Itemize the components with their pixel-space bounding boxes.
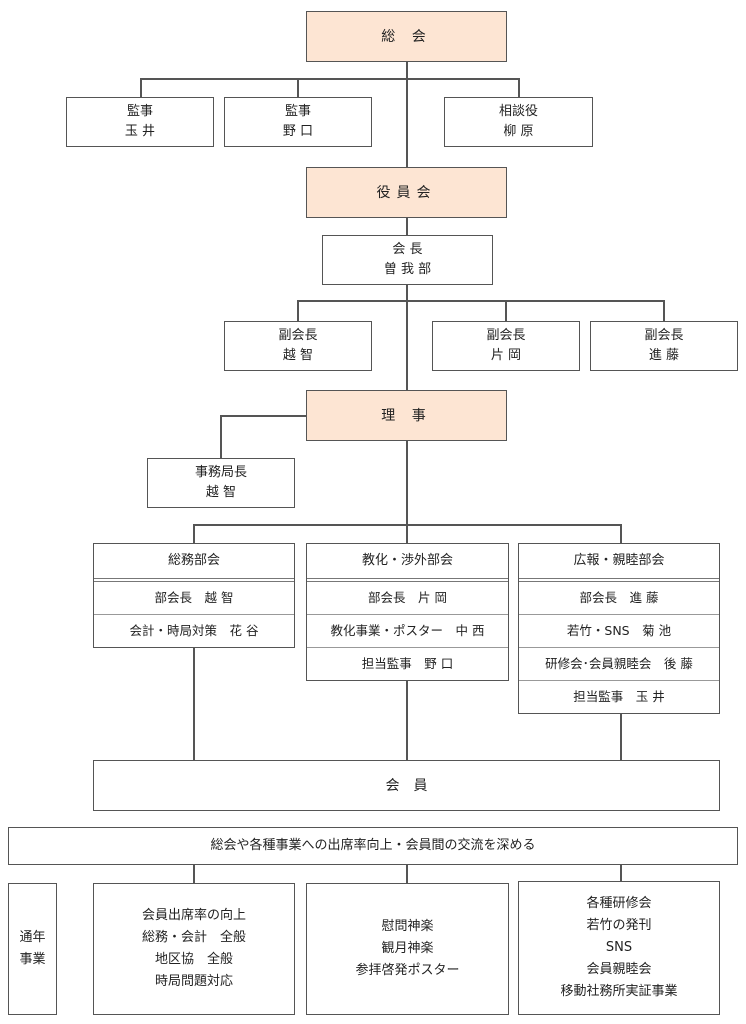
connector [297, 300, 664, 302]
name: 曽 我 部 [383, 262, 432, 277]
goal-box: 総会や各種事業への出席率向上・会員間の交流を深める [8, 827, 738, 865]
role: 相談役 [498, 104, 538, 119]
department-row: 研修会･会員親睦会 後 藤 [519, 648, 719, 681]
department-row: 部会長 片 岡 [307, 582, 508, 615]
role: 副会長 [486, 328, 526, 343]
secretary-general-box: 事務局長越 智 [147, 458, 295, 508]
connector [505, 300, 507, 322]
activity: 観月神楽 [381, 941, 434, 956]
activity: 総務・会計 全般 [141, 930, 246, 945]
connector [620, 864, 622, 882]
president-box: 会 長曽 我 部 [322, 235, 493, 285]
department-row: 若竹・SNS 菊 池 [519, 615, 719, 648]
role: 監事 [126, 104, 153, 119]
connector [140, 78, 519, 80]
connector [220, 415, 307, 417]
annual-label-box: 通年事業 [8, 883, 57, 1015]
directors-box: 理 事 [306, 390, 507, 441]
name: 片 岡 [490, 348, 522, 363]
annual-activities-box: 各種研修会若竹の発刊 SNS 会員親睦会移動社務所実証事業 [518, 881, 720, 1015]
annual-activities-box: 慰問神楽観月神楽参拝啓発ポスター [306, 883, 509, 1015]
activity: 若竹の発刊 [586, 918, 652, 933]
role: 副会長 [644, 328, 684, 343]
name: 柳 原 [503, 124, 534, 139]
department-row: 部会長 進 藤 [519, 582, 719, 615]
connector [297, 78, 299, 98]
connector [518, 78, 520, 98]
department-row: 会計・時局対策 花 谷 [129, 623, 259, 638]
annual-activities-box: 会員出席率の向上総務・会計 全般地区協 全般時局問題対応 [93, 883, 295, 1015]
activity: 時局問題対応 [154, 974, 233, 989]
name: 越 智 [205, 485, 237, 500]
role: 副会長 [278, 328, 318, 343]
label: 通年 [19, 930, 46, 945]
department-general-affairs: 総務部会 部会長 越 智 会計・時局対策 花 谷 [93, 543, 295, 648]
label: 事業 [19, 952, 46, 967]
name: 進 藤 [648, 348, 680, 363]
role: 監事 [284, 104, 311, 119]
activity: 地区協 全般 [154, 952, 233, 967]
connector [140, 78, 142, 98]
activity: 各種研修会 [586, 896, 652, 911]
name: 野 口 [282, 124, 314, 139]
department-title: 教化・渉外部会 [307, 544, 508, 582]
board-box: 役員会 [306, 167, 507, 218]
auditor-box: 監事玉 井 [66, 97, 214, 147]
department-row: 部会長 越 智 [94, 582, 294, 615]
auditor-box: 監事野 口 [224, 97, 372, 147]
department-title: 総務部会 [94, 544, 294, 582]
activity: SNS [605, 940, 633, 955]
connector [297, 300, 299, 322]
members-box: 会 員 [93, 760, 720, 811]
role: 事務局長 [194, 465, 247, 480]
vice-president-box: 副会長越 智 [224, 321, 372, 371]
activity: 会員出席率の向上 [141, 908, 246, 923]
connector [663, 300, 665, 322]
name: 玉 井 [124, 124, 156, 139]
department-pr: 広報・親睦部会 部会長 進 藤 若竹・SNS 菊 池 研修会･会員親睦会 後 藤… [518, 543, 720, 714]
general-meeting-box: 総 会 [306, 11, 507, 62]
department-row: 教化事業・ポスター 中 西 [307, 615, 508, 648]
connector [193, 524, 621, 526]
activity: 慰問神楽 [381, 919, 434, 934]
department-row: 担当監事 野 口 [361, 656, 454, 671]
connector [193, 864, 195, 884]
role: 会 長 [392, 242, 423, 257]
department-title: 広報・親睦部会 [519, 544, 719, 582]
vice-president-box: 副会長片 岡 [432, 321, 580, 371]
activity: 参拝啓発ポスター [355, 963, 460, 978]
department-education: 教化・渉外部会 部会長 片 岡 教化事業・ポスター 中 西 担当監事 野 口 [306, 543, 509, 681]
department-row: 担当監事 玉 井 [573, 689, 665, 704]
advisor-box: 相談役柳 原 [444, 97, 593, 147]
connector [220, 415, 222, 459]
activity: 会員親睦会 [586, 962, 652, 977]
activity: 移動社務所実証事業 [560, 984, 678, 999]
connector [406, 864, 408, 884]
name: 越 智 [282, 348, 314, 363]
vice-president-box: 副会長進 藤 [590, 321, 738, 371]
